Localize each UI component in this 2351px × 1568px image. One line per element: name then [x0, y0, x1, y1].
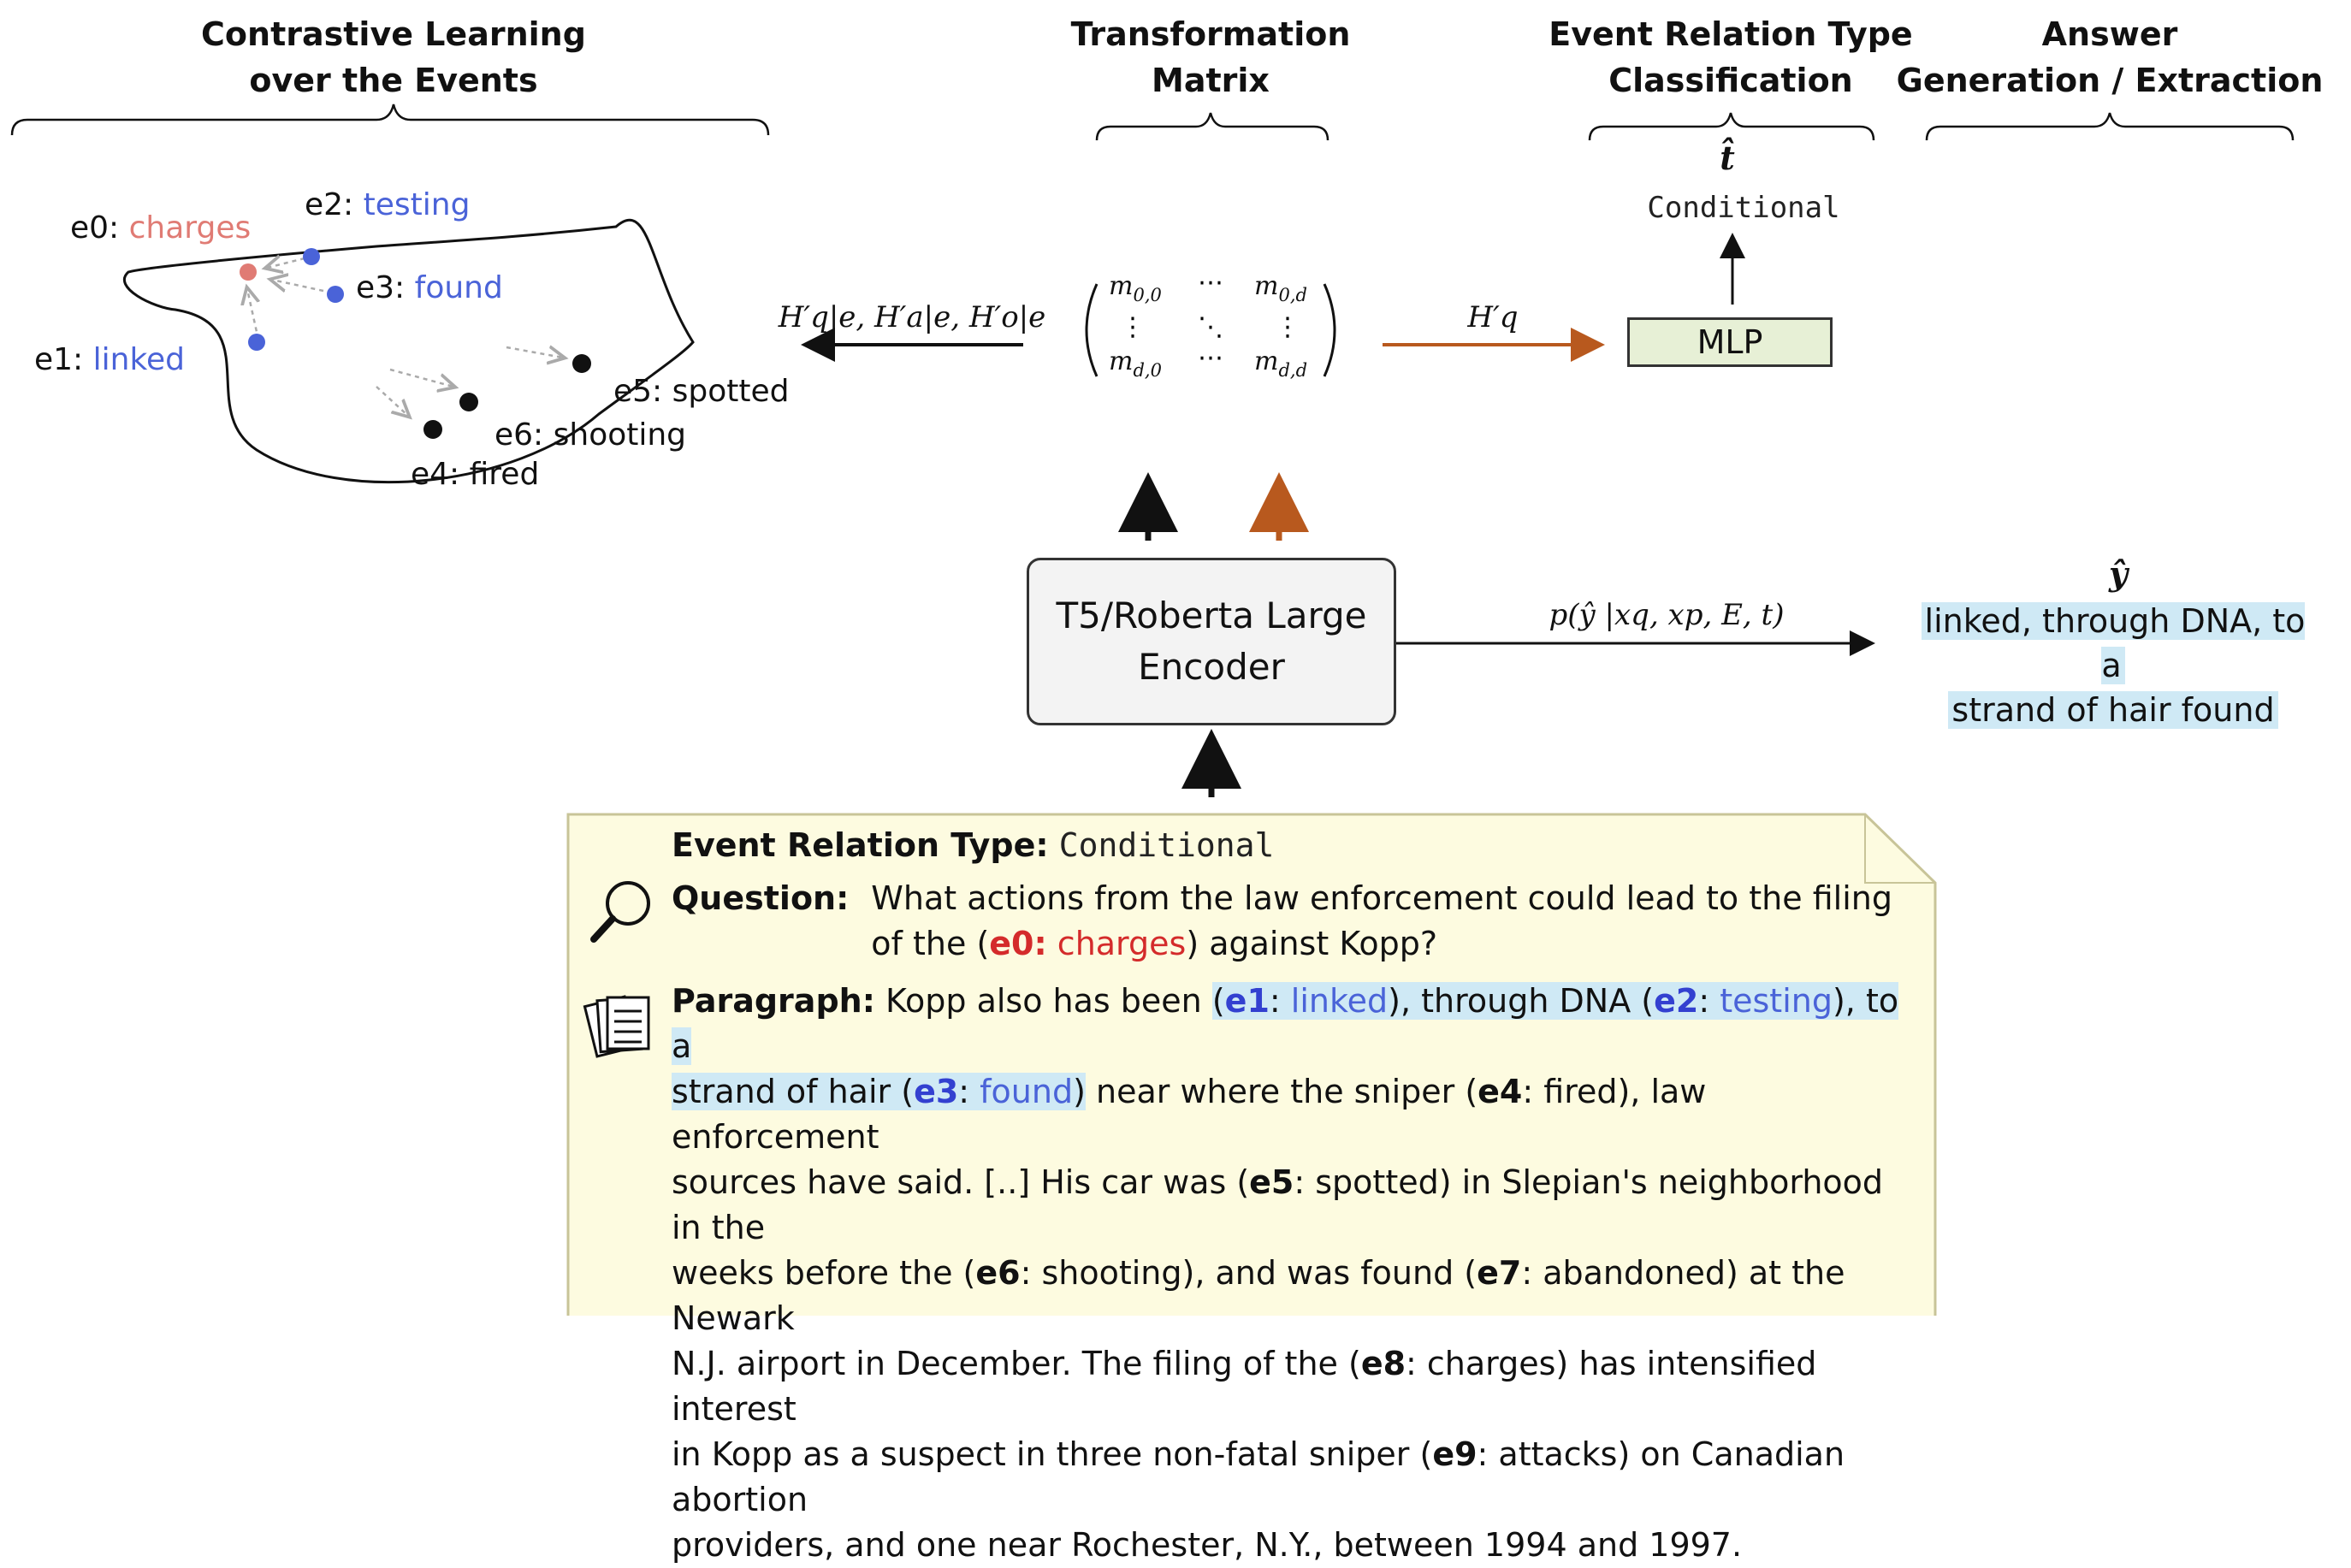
generated-answer: linked, through DNA, to a strand of hair… — [1916, 599, 2310, 732]
relation-type-label: Event Relation Type — [672, 826, 1036, 864]
answer-line2: strand of hair found — [1948, 691, 2278, 729]
encoder-box: T5/Roberta Large Encoder — [1027, 558, 1396, 725]
mlp-box: MLP — [1627, 317, 1833, 367]
event-point-e6 — [459, 393, 478, 411]
input-card — [566, 813, 1937, 1316]
answer-brace — [1925, 112, 2295, 141]
transformation-matrix: m0,0 m0,d md,0 md,d ⋯ ⋯ ⋮ ⋮ ⋱ — [1085, 269, 1336, 381]
magnifier-icon — [590, 881, 650, 943]
event-label-e5: e5: spotted — [613, 374, 790, 409]
paragraph-line5: N.J. airport in December. The filing of … — [672, 1345, 1817, 1428]
matrix-hdots-bottom: ⋯ — [1198, 344, 1223, 372]
event-point-e3 — [327, 286, 344, 303]
answer-line1: linked, through DNA, to a — [1921, 602, 2306, 684]
matrix-m00: m0,0 — [1109, 271, 1162, 305]
event-label-e0: e0: charges — [70, 210, 251, 246]
generation-probability-label: p(ŷ |xq, xp, E, t) — [1549, 598, 1785, 632]
matrix-mdd: md,d — [1254, 346, 1307, 381]
hidden-states-left-label: H′q|e, H′a|e, H′o|e — [778, 300, 1046, 334]
matrix-md0: md,0 — [1109, 346, 1162, 381]
paragraph-line7: providers, and one near Rochester, N.Y.,… — [672, 1526, 1743, 1564]
architecture-diagram: Contrastive Learning over the Events Tra… — [10, 15, 2324, 1316]
contrastive-pull-arrows — [247, 258, 563, 416]
paragraph-label: Paragraph: — [672, 982, 875, 1020]
relation-type-value: Conditional — [1058, 826, 1275, 864]
t-hat-symbol: t̂ — [1720, 138, 1735, 177]
paragraph: Paragraph: Kopp also has been (e1: linke… — [672, 979, 1921, 1568]
question-row: Question: What actions from the law enfo… — [672, 876, 1921, 967]
contrastive-header-line2: over the Events — [249, 62, 537, 99]
classification-header-line2: Classification — [1608, 62, 1853, 99]
event-label-e4: e4: fired — [411, 457, 539, 492]
question-text: What actions from the law enforcement co… — [871, 876, 1892, 967]
input-card-content: Event Relation Type: Conditional Questio… — [672, 821, 1921, 1568]
documents-icon — [583, 995, 650, 1058]
event-point-e5 — [572, 354, 591, 373]
paragraph-line2: strand of hair (e3: found) near where th… — [672, 1073, 1707, 1156]
transform-brace — [1095, 112, 1329, 141]
answer-header-line1: Answer — [2042, 15, 2178, 53]
event-label-e3: e3: found — [356, 270, 503, 305]
event-space-region — [122, 218, 695, 484]
input-card-fold — [1864, 814, 1935, 884]
paragraph-line4: weeks before the (e6: shooting), and was… — [672, 1254, 1845, 1337]
matrix-hdots-top: ⋯ — [1198, 269, 1223, 297]
event-point-e0 — [240, 263, 257, 281]
classification-brace — [1588, 112, 1875, 141]
contrastive-brace — [10, 104, 770, 136]
contrastive-header-line1: Contrastive Learning — [201, 15, 586, 53]
answer-header-line2: Generation / Extraction — [1897, 62, 2324, 99]
event-label-e1: e1: linked — [34, 342, 185, 377]
event-label-e6: e6: shooting — [494, 417, 686, 453]
classification-header-line1: Event Relation Type — [1549, 15, 1912, 53]
event-point-e4 — [423, 420, 442, 439]
y-hat-symbol: ŷ — [2108, 554, 2130, 593]
paragraph-line3: sources have said. [..] His car was (e5:… — [672, 1163, 1884, 1246]
event-point-e1 — [248, 334, 265, 351]
transform-header-line1: Transformation — [1071, 15, 1351, 53]
transform-header-line2: Matrix — [1152, 62, 1270, 99]
matrix-m0d: m0,d — [1254, 271, 1307, 305]
question-line2: of the (e0: charges) against Kopp? — [871, 925, 1438, 962]
encoder-title-line2: Encoder — [1138, 646, 1285, 688]
matrix-vdots-right: ⋮ — [1275, 313, 1300, 341]
event-label-e2: e2: testing — [305, 187, 470, 222]
matrix-ddots: ⋱ — [1198, 313, 1223, 341]
predicted-relation-type: Conditional — [1647, 191, 1839, 225]
paragraph-line1: Paragraph: Kopp also has been (e1: linke… — [672, 982, 1899, 1065]
event-point-e2 — [303, 248, 320, 265]
question-label: Question: — [672, 879, 850, 917]
hidden-question-label: H′q — [1466, 300, 1518, 334]
encoder-title-line1: T5/Roberta Large — [1056, 595, 1367, 636]
relation-type-row: Event Relation Type: Conditional — [672, 826, 1275, 864]
matrix-vdots-left: ⋮ — [1120, 313, 1146, 341]
question-line1: What actions from the law enforcement co… — [871, 879, 1892, 917]
paragraph-line6: in Kopp as a suspect in three non-fatal … — [672, 1435, 1845, 1518]
